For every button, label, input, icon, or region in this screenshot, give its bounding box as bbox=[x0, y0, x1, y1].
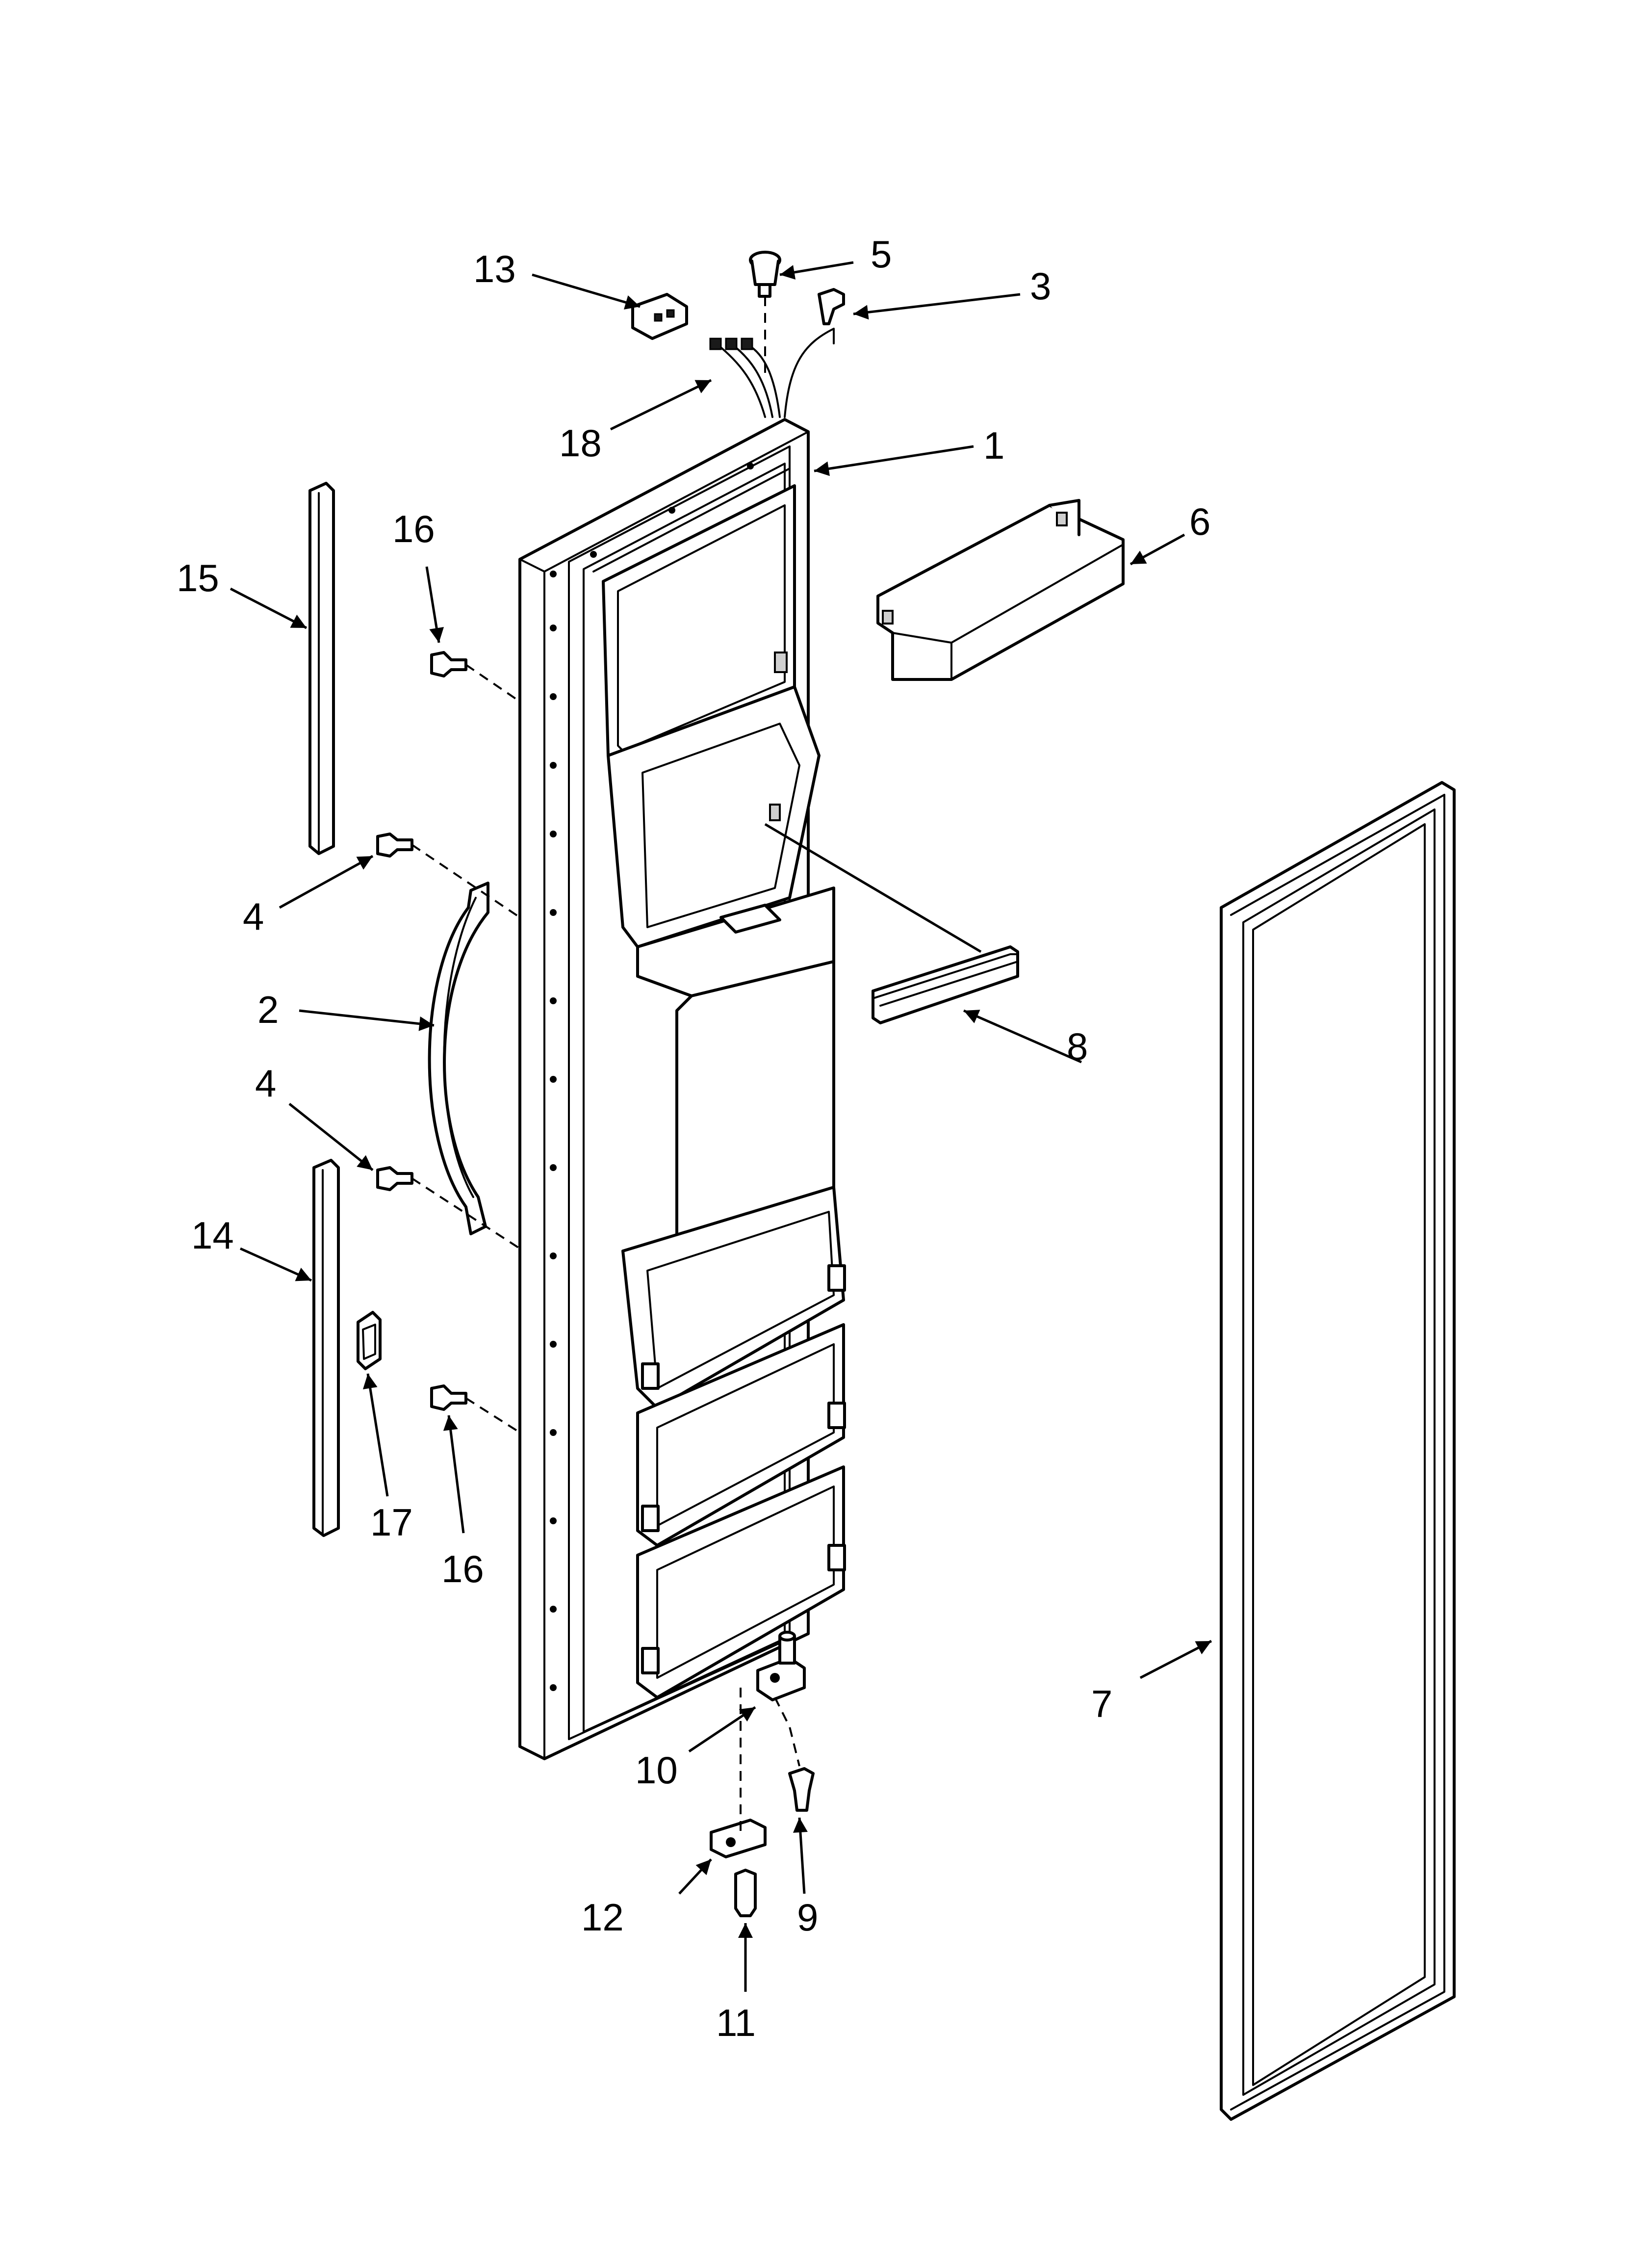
callout-17: 17 bbox=[370, 1501, 413, 1544]
callout-9: 9 bbox=[797, 1896, 818, 1939]
callout-labels: 1 2 3 4 4 5 6 7 8 9 10 11 12 13 14 15 16… bbox=[177, 233, 1210, 2044]
callout-7: 7 bbox=[1091, 1682, 1112, 1725]
screw-part-16-upper bbox=[430, 651, 467, 678]
callout-3: 3 bbox=[1030, 264, 1051, 308]
door-assembly bbox=[518, 418, 846, 1760]
callout-1: 1 bbox=[983, 424, 1004, 467]
door-shelf-part-6 bbox=[876, 499, 1125, 681]
callout-6: 6 bbox=[1189, 500, 1210, 543]
connector-part-13 bbox=[631, 293, 688, 340]
clip-part-17 bbox=[357, 1311, 382, 1370]
callout-16-lower: 16 bbox=[441, 1547, 484, 1590]
hinge-pin-part-10 bbox=[756, 1631, 806, 1701]
door-gasket-part-7 bbox=[1220, 781, 1456, 2121]
callout-12: 12 bbox=[581, 1896, 624, 1939]
door-handle-part-2 bbox=[428, 882, 489, 1235]
callout-5: 5 bbox=[871, 233, 892, 276]
screw-part-9 bbox=[788, 1767, 815, 1812]
callout-14: 14 bbox=[191, 1214, 234, 1257]
hinge-bracket-part-12 bbox=[710, 1819, 767, 1858]
callout-15: 15 bbox=[177, 556, 219, 600]
callout-13: 13 bbox=[473, 247, 516, 290]
wire-harness-part-18 bbox=[709, 328, 835, 418]
dispenser-trim-part-8 bbox=[764, 823, 1019, 1024]
callout-16-upper: 16 bbox=[392, 507, 435, 550]
screw-part-16-lower bbox=[430, 1384, 467, 1411]
callout-18: 18 bbox=[559, 421, 602, 465]
callout-8: 8 bbox=[1067, 1025, 1088, 1068]
screw-part-4-lower bbox=[376, 1166, 413, 1191]
screw-part-4-upper bbox=[376, 833, 413, 858]
flange-screw-holes bbox=[550, 463, 754, 1691]
trim-strip-part-14 bbox=[312, 1159, 340, 1537]
callout-11: 11 bbox=[716, 2001, 756, 2044]
leader-lines bbox=[230, 261, 1212, 1992]
trim-strip-part-15 bbox=[308, 482, 335, 855]
callout-4-lower: 4 bbox=[255, 1062, 276, 1105]
light-socket-part-5 bbox=[749, 251, 781, 298]
callout-4-upper: 4 bbox=[243, 895, 264, 938]
callout-2: 2 bbox=[257, 988, 279, 1031]
screw-part-11 bbox=[734, 1869, 757, 1917]
screw-part-3 bbox=[818, 288, 845, 325]
callout-10: 10 bbox=[635, 1748, 678, 1792]
